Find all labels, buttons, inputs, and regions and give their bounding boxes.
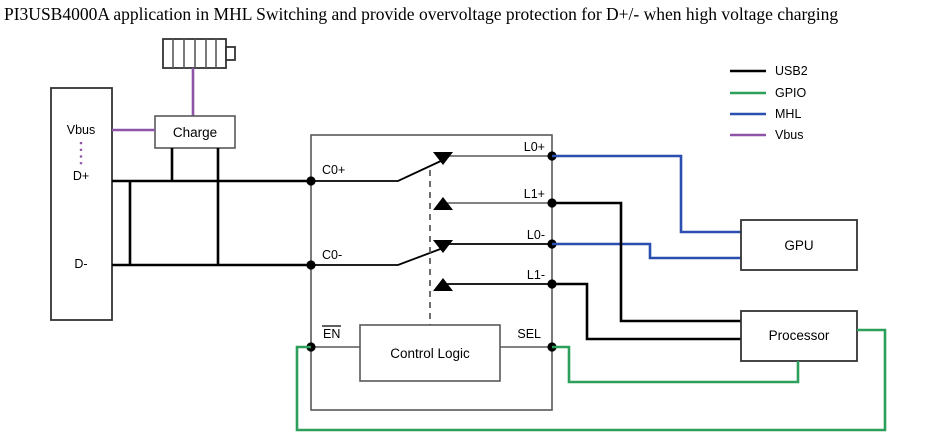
switch-contact-l1minus-icon bbox=[433, 278, 453, 291]
ic-pin-label-l1minus: L1- bbox=[527, 268, 545, 282]
ic-pin-label-sel: SEL bbox=[517, 327, 541, 341]
ic-pin-label-l0minus: L0- bbox=[527, 228, 545, 242]
ic-pin-label-l0plus: L0+ bbox=[524, 140, 545, 154]
wire-gpio-en-to-processor bbox=[295, 328, 887, 432]
legend-item-mhl: MHL bbox=[730, 107, 801, 121]
node-c0plus bbox=[306, 176, 316, 186]
legend-item-usb2: USB2 bbox=[730, 64, 808, 78]
ic-pin-en: EN bbox=[322, 325, 341, 341]
charge-block-label: Charge bbox=[173, 125, 217, 140]
page-title: PI3USB4000A application in MHL Switching… bbox=[4, 4, 838, 24]
ic-pin-label-c0minus: C0- bbox=[322, 248, 342, 262]
gpu-block: GPU bbox=[740, 219, 858, 271]
wire-usb2-l1plus-to-processor bbox=[552, 201, 741, 323]
switch-contact-l0plus-icon bbox=[433, 152, 453, 165]
switch-arm-c0plus bbox=[311, 159, 444, 182]
legend-item-vbus: Vbus bbox=[730, 128, 804, 142]
legend-label-vbus: Vbus bbox=[775, 128, 804, 142]
processor-block: Processor bbox=[740, 310, 858, 362]
switch-arm-c0minus bbox=[311, 247, 444, 266]
connector-pin-label-vbus: Vbus bbox=[67, 123, 96, 137]
legend-item-gpio: GPIO bbox=[730, 86, 807, 100]
control-logic-block: Control Logic bbox=[359, 324, 501, 382]
usb-connector-block: Vbus D+ D- bbox=[50, 87, 113, 321]
wire-usb2-l1minus-to-processor bbox=[552, 282, 741, 341]
switch-contact-l0minus-icon bbox=[433, 240, 453, 253]
legend: USB2 GPIO MHL Vbus bbox=[730, 64, 808, 142]
connector-pin-label-dplus: D+ bbox=[73, 169, 89, 183]
legend-label-gpio: GPIO bbox=[775, 86, 807, 100]
wire-gpio-sel-to-processor bbox=[552, 345, 800, 384]
node-c0minus bbox=[306, 260, 316, 270]
battery-symbol bbox=[162, 38, 236, 69]
legend-label-usb2: USB2 bbox=[775, 64, 808, 78]
legend-label-mhl: MHL bbox=[775, 107, 801, 121]
ic-pin-label-c0plus: C0+ bbox=[322, 163, 345, 177]
ic-pin-label-l1plus: L1+ bbox=[524, 187, 545, 201]
wire-mhl-l0plus-to-gpu bbox=[552, 154, 741, 234]
ic-pin-label-en: EN bbox=[323, 327, 340, 341]
processor-block-label: Processor bbox=[769, 328, 830, 343]
connector-pin-label-dminus: D- bbox=[74, 257, 87, 271]
charge-block: Charge bbox=[154, 115, 236, 149]
switch-contact-l1plus-icon bbox=[433, 197, 453, 210]
gpu-block-label: GPU bbox=[784, 238, 813, 253]
pi3usb4000a-ic: C0+ C0- L0+ L1+ L0- L1- EN SEL bbox=[310, 134, 553, 411]
control-logic-label: Control Logic bbox=[390, 346, 470, 361]
battery-terminal-icon bbox=[225, 46, 236, 61]
wire-mhl-l0minus-to-gpu bbox=[552, 242, 741, 260]
